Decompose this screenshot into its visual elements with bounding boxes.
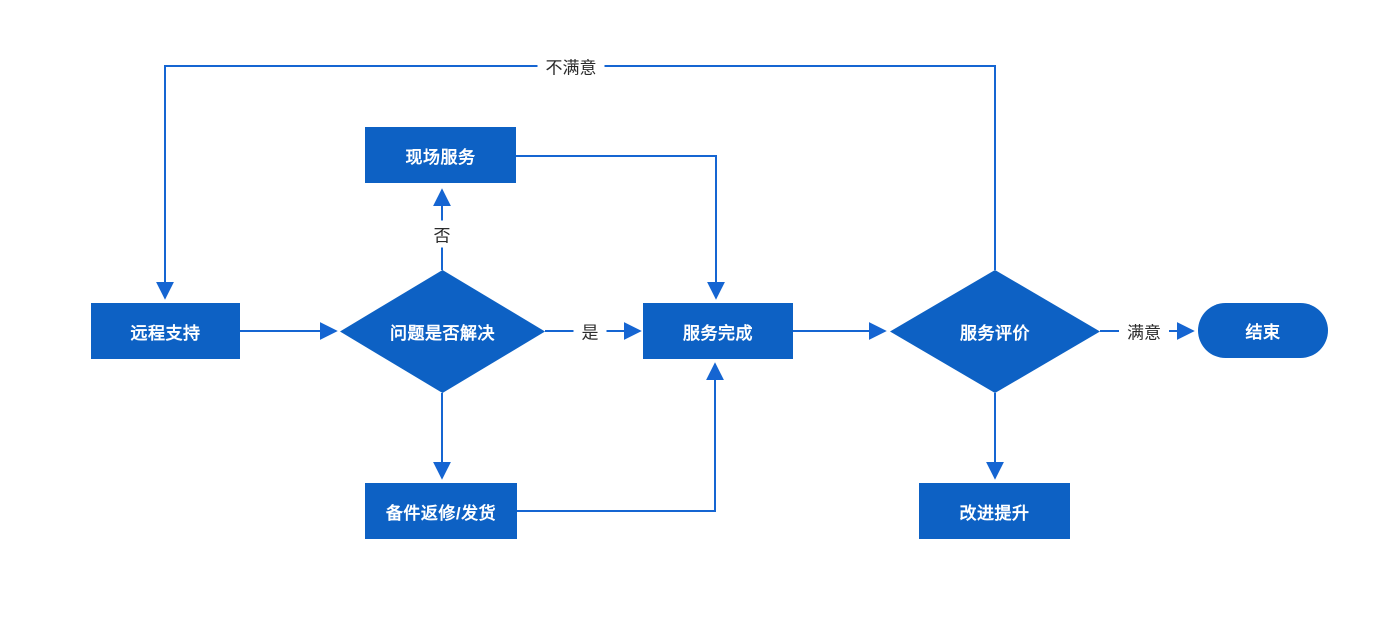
edge-label-unsatisfied: 不满意 xyxy=(537,52,605,80)
node-remote-support: 远程支持 xyxy=(91,303,240,359)
node-service-complete: 服务完成 xyxy=(643,303,793,359)
edge-label-no: 否 xyxy=(425,220,459,248)
node-service-evaluation-label: 服务评价 xyxy=(960,324,1030,343)
node-end-label: 结束 xyxy=(1245,323,1281,342)
node-spare-parts: 备件返修/发货 xyxy=(365,483,517,539)
edge-label-satisfied: 满意 xyxy=(1119,317,1169,345)
node-onsite-service: 现场服务 xyxy=(365,127,516,183)
node-remote-support-label: 远程支持 xyxy=(130,323,201,343)
edge-service-evaluation-to-remote-support xyxy=(156,65,996,300)
node-improvement-label: 改进提升 xyxy=(959,503,1030,523)
edge-label-yes: 是 xyxy=(573,317,607,345)
node-spare-parts-label: 备件返修/发货 xyxy=(385,503,497,523)
edge-spare-parts-to-service-complete xyxy=(517,362,724,512)
node-problem-solved-label: 问题是否解决 xyxy=(390,324,495,343)
node-service-complete-label: 服务完成 xyxy=(683,323,753,343)
node-onsite-service-label: 现场服务 xyxy=(405,147,476,167)
node-end: 结束 xyxy=(1198,303,1328,358)
edge-onsite-service-to-service-complete xyxy=(516,155,725,300)
node-improvement: 改进提升 xyxy=(919,483,1070,539)
node-problem-solved: 问题是否解决 xyxy=(340,270,545,393)
node-service-evaluation: 服务评价 xyxy=(890,270,1100,393)
